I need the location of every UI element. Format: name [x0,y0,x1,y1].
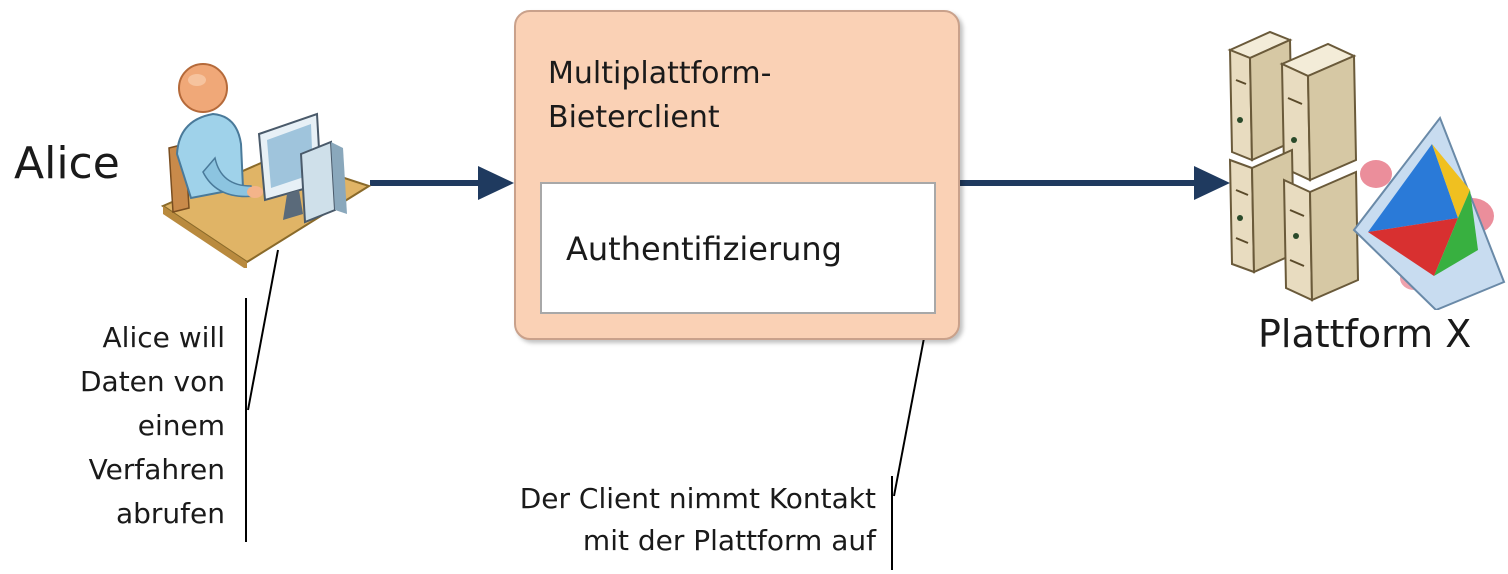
client-title: Multiplattform- Bieterclient [548,52,771,140]
authentication-component: Authentifizierung [540,182,936,314]
client-title-line: Multiplattform- [548,56,772,91]
annotation-line: Verfahren [88,453,225,486]
platform-prism [1352,115,1506,310]
annotation-line: Der Client nimmt Kontakt [519,482,876,515]
server-unit [1279,42,1358,182]
authentication-label: Authentifizierung [566,230,842,268]
annotation-client: Der Client nimmt Kontakt mit der Plattfo… [520,478,876,562]
annotation-line: abrufen [115,497,225,530]
arrow-alice-to-client [370,166,514,200]
annotation-alice: Alice will Daten von einem Verfahren abr… [80,316,225,536]
annotation-leader-client [891,337,925,570]
platform-name: Plattform X [1258,312,1472,356]
arrow-client-to-platform [958,166,1230,200]
annotation-line: Alice will [102,321,225,354]
server-unit [1282,170,1360,302]
annotation-leader-alice [245,249,279,542]
annotation-line: einem [137,409,225,442]
annotation-line: mit der Plattform auf [582,524,876,557]
actor-name: Alice [14,138,120,189]
annotation-line: Daten von [79,365,225,398]
user-at-computer-icon [160,63,372,268]
client-box: Multiplattform- Bieterclient Authentifiz… [514,10,960,340]
client-title-line: Bieterclient [548,100,720,135]
server-cluster-icon [1227,30,1506,310]
